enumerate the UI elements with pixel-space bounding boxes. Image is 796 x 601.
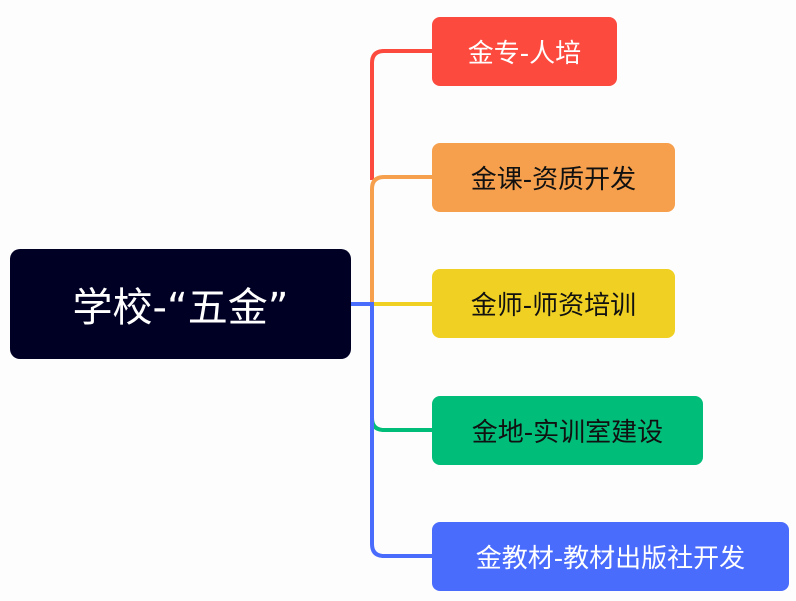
branch-label: 金教材-教材出版社开发: [475, 544, 746, 574]
connector-orange: [370, 175, 432, 304]
branch-node-jindi[interactable]: 金地-实训室建设: [432, 396, 703, 465]
connector-red: [370, 49, 432, 180]
branch-label: 金课-资质开发: [470, 165, 637, 195]
branch-label: 金专-人培: [467, 39, 582, 69]
branch-node-jinke[interactable]: 金课-资质开发: [432, 143, 675, 212]
branch-label: 金地-实训室建设: [471, 418, 664, 448]
branch-node-jinjiaocai[interactable]: 金教材-教材出版社开发: [432, 522, 789, 591]
branch-label: 金师-师资培训: [470, 291, 637, 321]
branch-node-jinshi[interactable]: 金师-师资培训: [432, 269, 675, 338]
root-label: 学校-“五金”: [72, 285, 289, 331]
connector-blue: [350, 302, 432, 558]
branch-node-jinzhuan[interactable]: 金专-人培: [432, 17, 617, 86]
connector-green: [370, 417, 432, 432]
root-node[interactable]: 学校-“五金”: [10, 249, 351, 359]
